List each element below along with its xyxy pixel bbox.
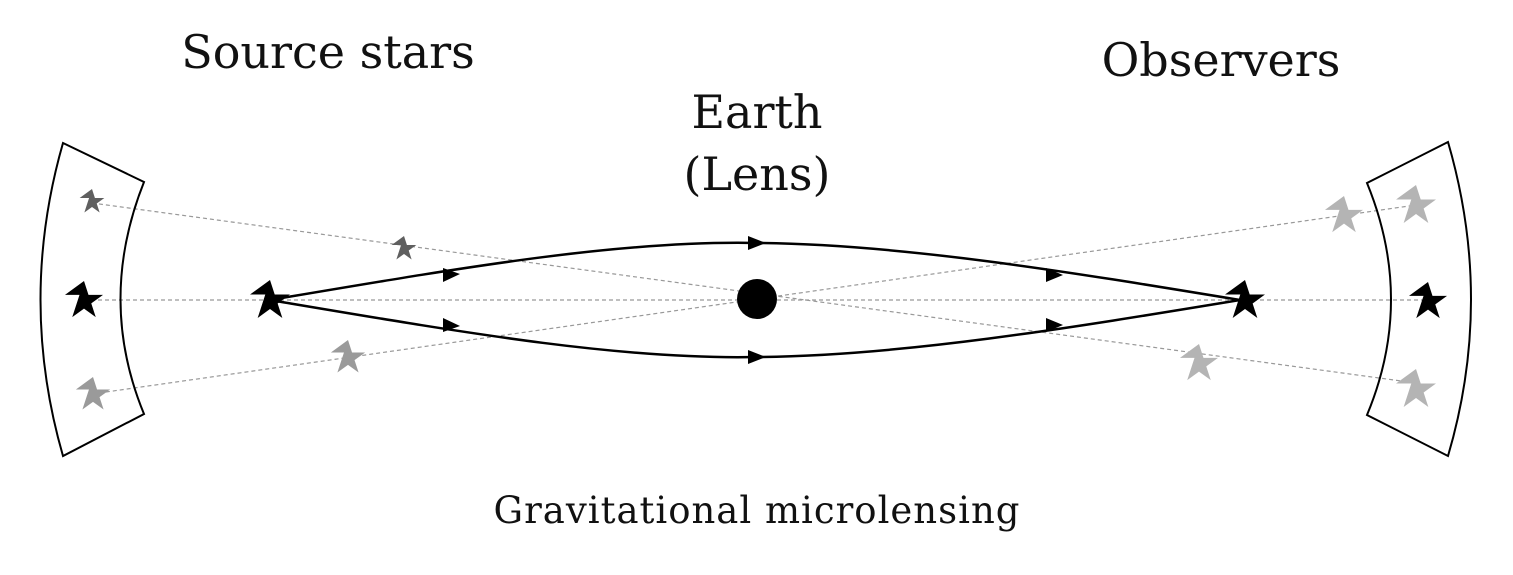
caption: Gravitational microlensing: [494, 489, 1021, 532]
star-icon: [1179, 344, 1219, 381]
star-icon: [1396, 369, 1436, 407]
star-icon: [64, 281, 104, 318]
source-stars-label: Source stars: [181, 25, 475, 79]
ray-arrowheads: [443, 236, 1063, 364]
arrowhead-icon: [748, 350, 766, 364]
lens-label: (Lens): [684, 147, 831, 201]
star-icon: [75, 377, 111, 410]
star-icon: [330, 340, 366, 373]
star-icon: [391, 236, 417, 260]
arrowhead-icon: [1046, 268, 1063, 282]
star-icon: [250, 280, 290, 318]
star-icon: [79, 189, 105, 213]
arrowhead-icon: [443, 318, 460, 332]
source-screen-panel: [39, 141, 146, 458]
earth-label: Earth: [691, 85, 822, 139]
star-icon: [1324, 196, 1364, 233]
observer-screen-panel: [1365, 140, 1472, 458]
lens-icon: [737, 279, 777, 319]
arrowhead-icon: [443, 268, 460, 282]
star-icon: [1396, 185, 1436, 223]
observers-label: Observers: [1102, 33, 1341, 87]
arrowhead-icon: [1046, 318, 1063, 332]
arrowhead-icon: [748, 236, 766, 250]
